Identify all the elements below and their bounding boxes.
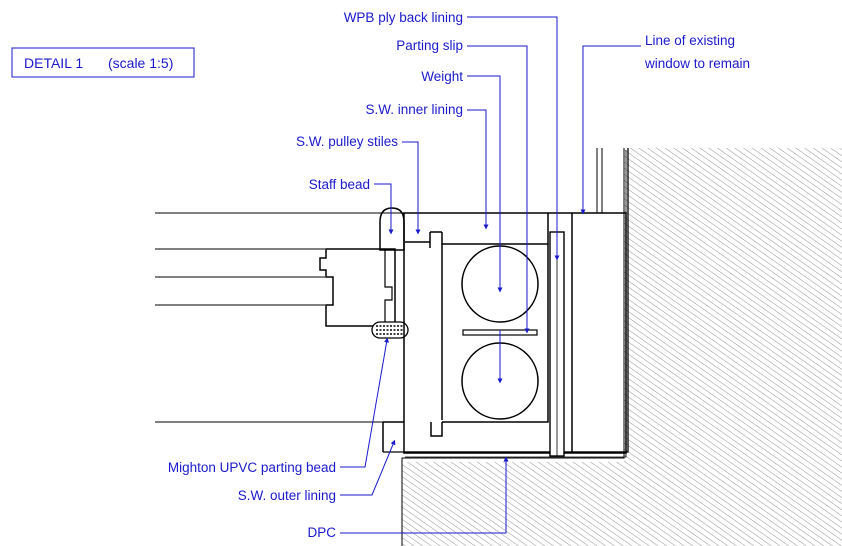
sash-section	[319, 248, 396, 327]
label-parting-bead-text: Mighton UPVC parting bead	[168, 460, 336, 475]
label-existing-line-1: Line of existing	[645, 33, 735, 48]
label-parting-slip-text: Parting slip	[396, 38, 463, 53]
label-parting-slip: Parting slip	[396, 38, 530, 334]
label-wpb-ply: WPB ply back lining	[344, 10, 560, 261]
label-wpb-ply-text: WPB ply back lining	[344, 10, 463, 25]
detail-title: DETAIL 1	[24, 55, 83, 71]
existing-window-lines	[596, 148, 603, 213]
label-staff-bead: Staff bead	[309, 177, 394, 235]
label-staff-bead-text: Staff bead	[309, 177, 370, 192]
label-inner-lining-text: S.W. inner lining	[365, 102, 463, 117]
label-existing-window: Line of existing window to remain	[580, 33, 750, 215]
sash-rebate	[384, 249, 393, 326]
masonry-edge-inner	[401, 148, 625, 546]
label-existing-line-2: window to remain	[644, 56, 750, 71]
label-outer-lining: S.W. outer lining	[238, 439, 396, 503]
masonry-wall-hatch	[402, 148, 842, 546]
glazing-lines	[155, 212, 405, 423]
label-pulley-stiles-text: S.W. pulley stiles	[296, 134, 398, 149]
label-outer-lining-text: S.W. outer lining	[238, 488, 336, 503]
label-dpc: DPC	[307, 456, 509, 540]
detail-title-box: DETAIL 1 (scale 1:5)	[11, 47, 195, 78]
label-dpc-text: DPC	[307, 525, 336, 540]
detail-scale: (scale 1:5)	[108, 55, 173, 71]
staff-bead-shape	[379, 207, 405, 251]
label-parting-bead: Mighton UPVC parting bead	[168, 337, 390, 475]
label-pulley-stiles: S.W. pulley stiles	[296, 134, 421, 235]
label-weight-text: Weight	[421, 69, 463, 84]
parting-bead-shape	[371, 321, 409, 339]
label-inner-lining: S.W. inner lining	[365, 102, 489, 230]
label-weight: Weight	[421, 69, 503, 384]
dpc-line	[405, 150, 627, 458]
